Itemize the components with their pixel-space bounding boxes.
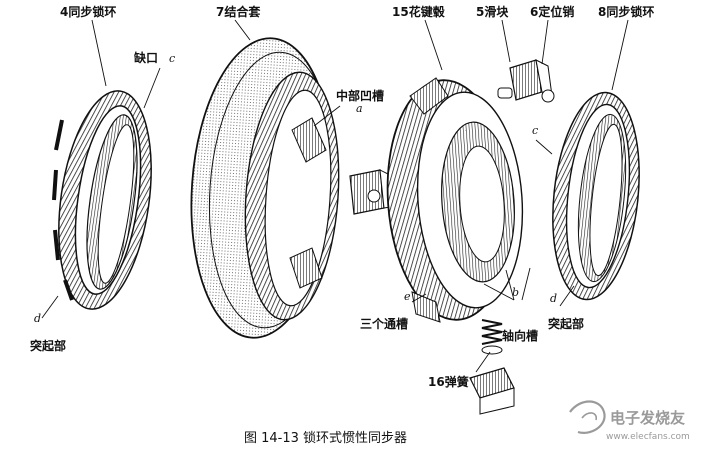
letter-c-right: c [532, 124, 538, 137]
label-three-slots: 三个通槽 [360, 316, 408, 331]
spline-hub [386, 77, 524, 323]
slider-and-pin [497, 59, 555, 103]
engagement-sleeve [190, 37, 340, 339]
letter-d-right: d [550, 292, 557, 305]
label-hub15: 15花键毂 [392, 4, 446, 19]
watermark: 电子发烧友 www.elecfans.com [569, 400, 690, 442]
label-middle-groove: 中部凹槽 [336, 88, 384, 103]
leader-lines [41, 19, 629, 373]
watermark-url: www.elecfans.com [606, 432, 690, 442]
watermark-logo-text: 电子发烧友 [610, 409, 685, 427]
left-synchronizer-ring [52, 90, 152, 310]
label-ring8: 8同步锁环 [598, 4, 654, 19]
figure-caption: 图 14-13 锁环式惯性同步器 [244, 430, 407, 446]
right-synchronizer-ring [552, 91, 640, 301]
label-protrusion-right: 突起部 [548, 316, 584, 331]
label-pin6: 6定位销 [530, 4, 574, 19]
letter-b: b [512, 286, 519, 299]
label-protrusion-left: 突起部 [30, 338, 66, 353]
label-sleeve7: 7结合套 [216, 4, 261, 19]
letter-a: a [356, 102, 363, 115]
letter-d-left: d [34, 312, 41, 325]
label-spring16: 16弹簧 [428, 374, 469, 389]
label-axial-slot: 轴向槽 [502, 328, 538, 343]
watermark-logo-icon [569, 400, 606, 434]
letter-c-notch: c [169, 52, 175, 65]
letter-e: e [404, 290, 411, 303]
label-slider5: 5滑块 [476, 4, 509, 19]
spring-and-base [469, 319, 515, 415]
label-notch: 缺口 [134, 50, 158, 65]
label-ring4: 4同步锁环 [60, 4, 116, 19]
